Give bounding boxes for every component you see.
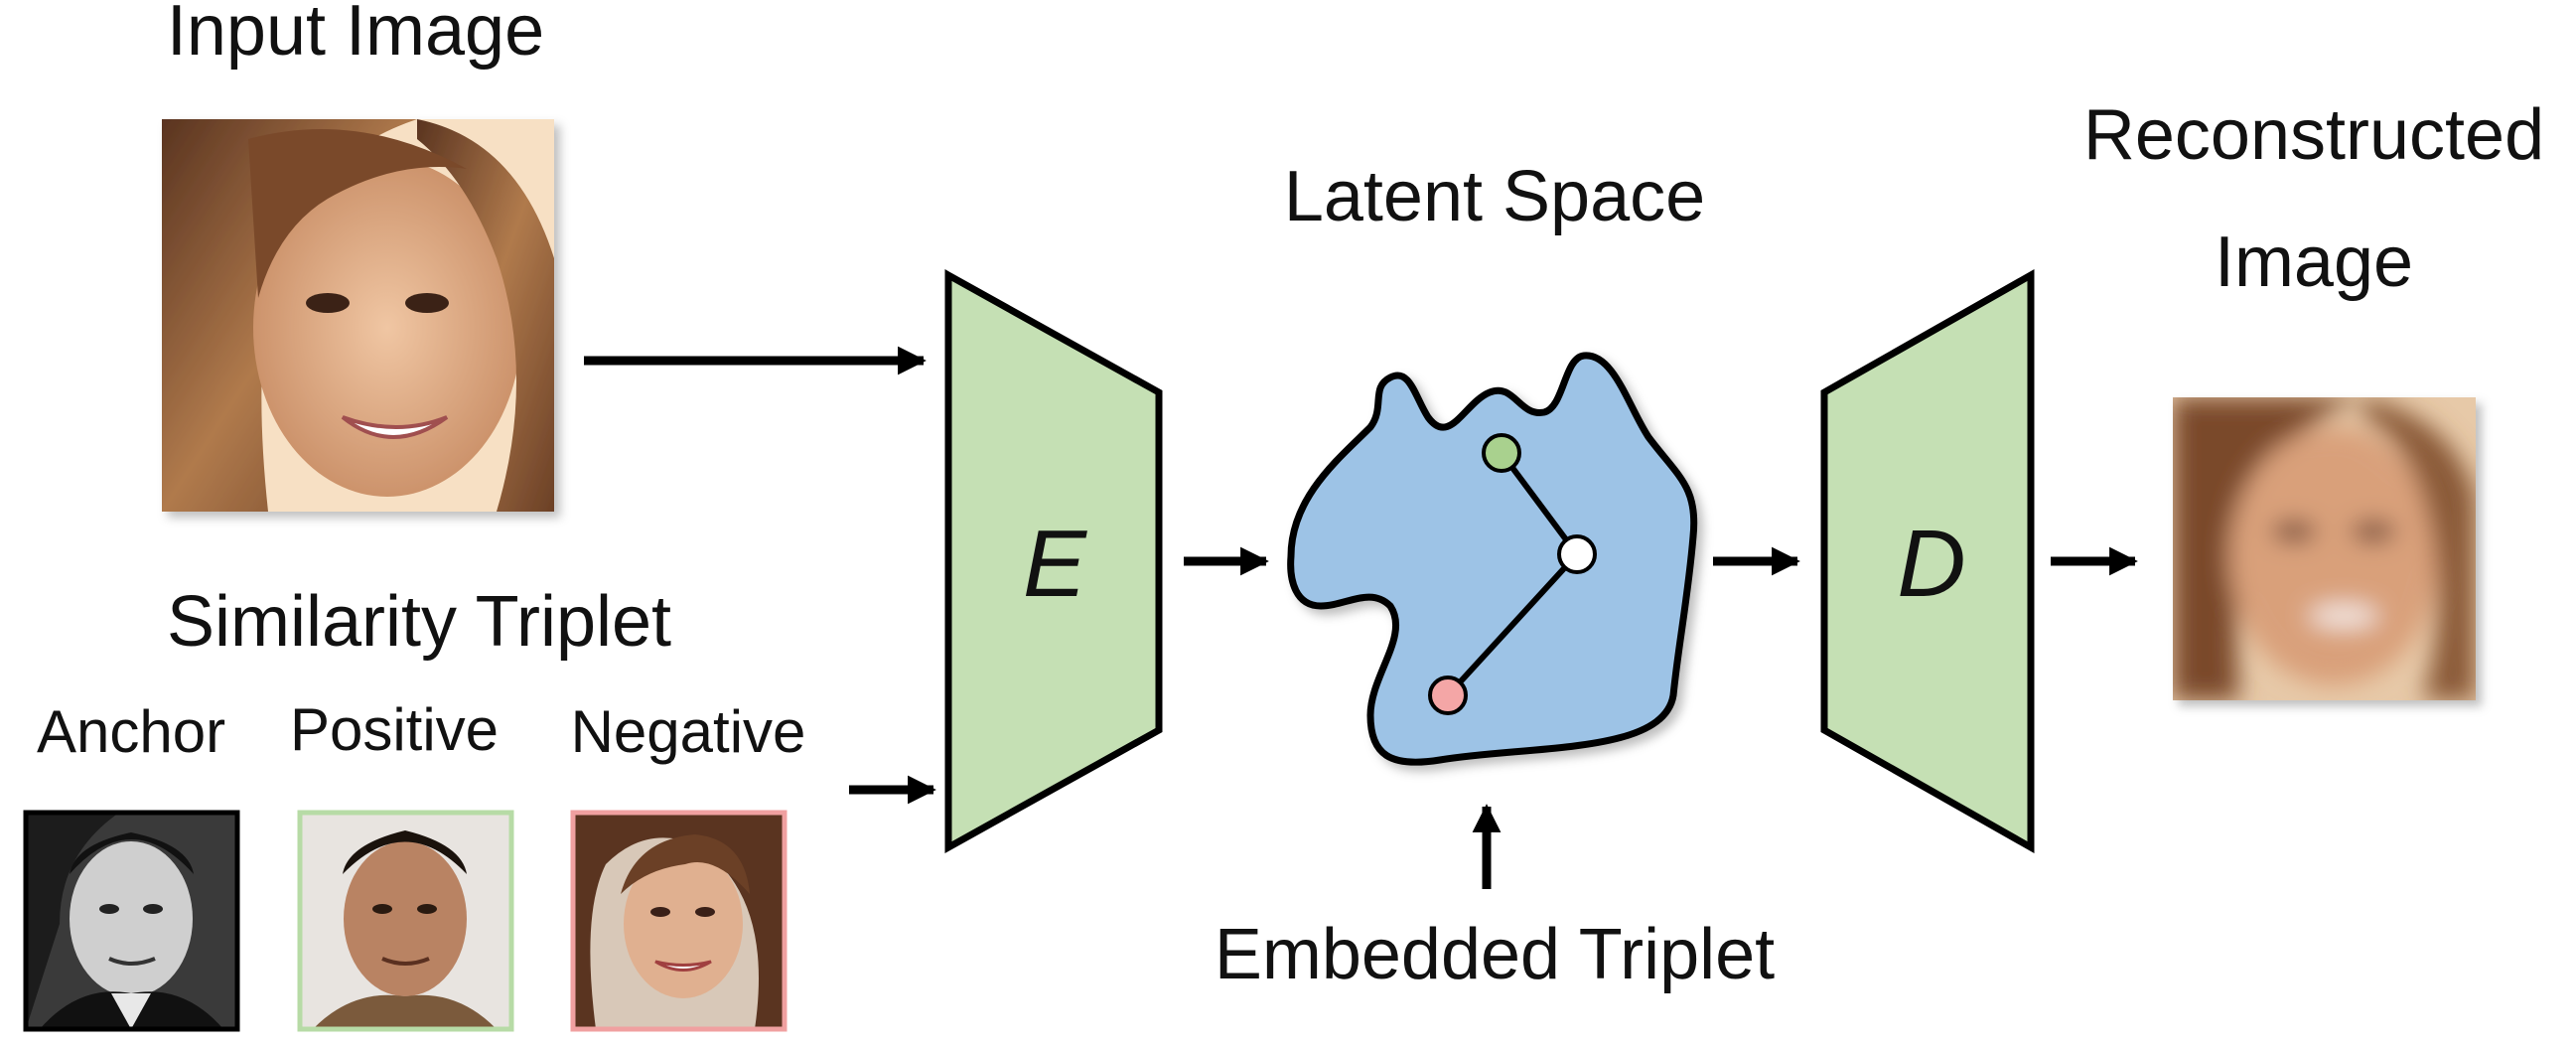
positive-point	[1482, 433, 1521, 473]
anchor-photo	[23, 810, 240, 1032]
input-image-label: Input Image	[167, 0, 544, 71]
negative-photo-border	[570, 810, 787, 1032]
triplet-edge-positive-anchor	[1499, 451, 1580, 556]
negative-photo	[570, 810, 787, 1032]
decoder-trapezoid	[1820, 268, 2035, 854]
decoder-letter: D	[1897, 511, 1965, 617]
similarity-triplet-label: Similarity Triplet	[167, 582, 671, 662]
anchor-point	[1557, 534, 1597, 574]
reconstructed-label-line2: Image	[2215, 223, 2413, 302]
positive-photo-border	[297, 810, 514, 1032]
encoder-block: E	[944, 269, 1163, 853]
positive-photo	[297, 810, 514, 1032]
embedded-triplet-label: Embedded Triplet	[1215, 915, 1775, 994]
reconstructed-image	[2173, 397, 2476, 700]
anchor-photo-border	[23, 810, 240, 1032]
latent-space-blob	[1287, 352, 1698, 766]
encoder-letter: E	[1023, 511, 1087, 617]
reconstructed-label-line1: Reconstructed	[2083, 95, 2544, 175]
latent-space	[1287, 352, 1698, 766]
positive-label: Positive	[290, 696, 499, 763]
latent-space-label: Latent Space	[1284, 157, 1705, 236]
input-image	[162, 119, 554, 512]
encoder-trapezoid	[944, 269, 1163, 853]
triplet-edge-anchor-negative	[1445, 551, 1580, 698]
anchor-label: Anchor	[37, 698, 225, 765]
negative-point	[1428, 675, 1468, 715]
decoder-block: D	[1820, 268, 2035, 854]
negative-label: Negative	[571, 698, 806, 765]
